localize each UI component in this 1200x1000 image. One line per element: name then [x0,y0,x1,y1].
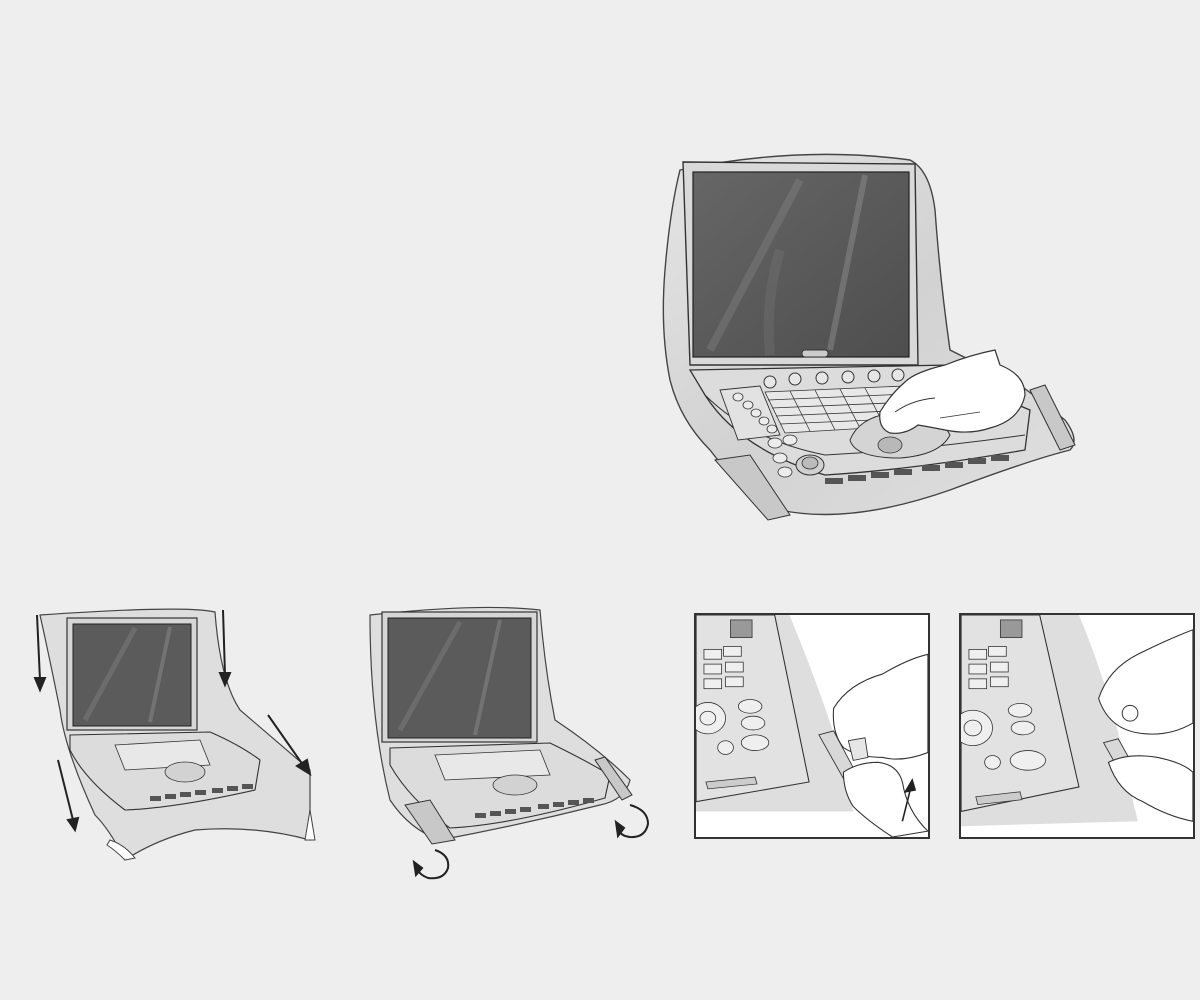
arrow-down-icon [218,609,232,688]
adhesive-tab-peel-closeup-icon [696,615,928,837]
arrow-down-left-icon [57,759,80,833]
adhesive-tab-press-closeup-icon [961,615,1193,827]
panel-cover-in-use: Portable ultrasound system fully covered… [650,150,1080,530]
panel-tuck-corners: Cover corners rotated/tucked under the s… [360,600,660,885]
ultrasound-system-covered-icon [662,153,1076,521]
ultrasound-system-cover-tuck-icon [369,606,650,880]
ultrasound-system-cover-pull-icon [33,608,316,861]
arrow-up-icon [901,778,917,822]
arrow-down-right-icon [267,714,312,777]
rotate-arrow-icon [614,804,650,839]
panel-pull-cover-down: Cover being pulled down over the system [25,600,325,870]
panel-press-adhesive-tab: Close-up: pressing adhesive tab onto sid… [959,613,1195,839]
panel-peel-adhesive-tab: Close-up: peeling backing from adhesive … [694,613,930,839]
rotate-arrow-icon [412,849,450,880]
arrow-down-icon [33,614,47,693]
